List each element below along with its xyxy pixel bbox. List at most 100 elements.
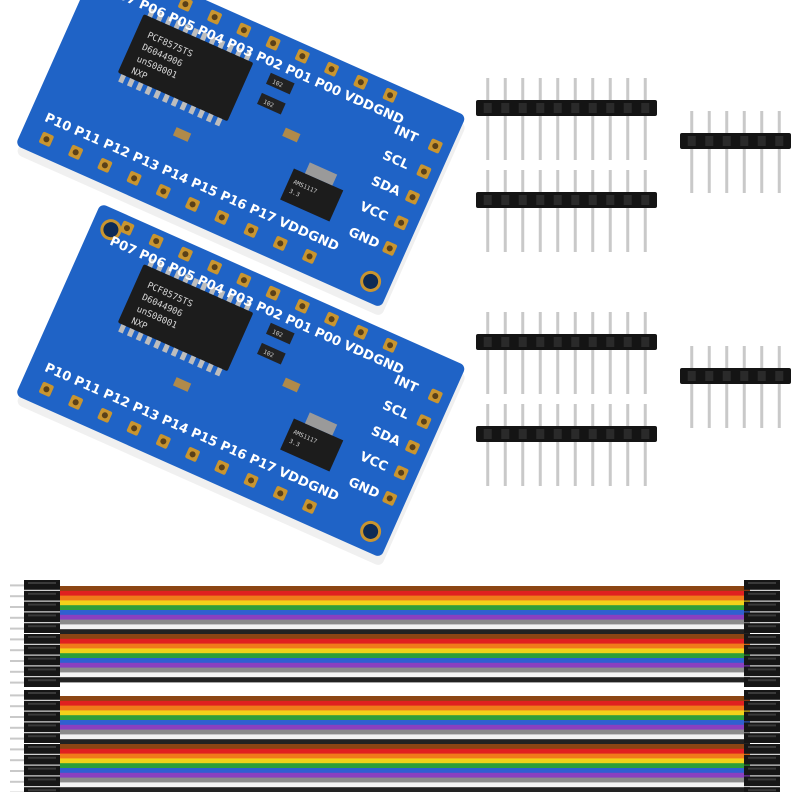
right-pad-row [382, 138, 443, 256]
header-pin [556, 442, 560, 486]
jumper-wire [60, 624, 750, 630]
male-pin-tip [10, 638, 24, 641]
jumper-wire [60, 710, 750, 716]
header-plastic [680, 133, 791, 149]
dupont-connector [744, 754, 780, 765]
header-pin [626, 350, 630, 394]
header-pin [556, 404, 560, 426]
header-pin [608, 78, 612, 100]
header-pin [521, 208, 525, 252]
header-pin [591, 208, 595, 252]
header-pin [521, 350, 525, 394]
jumper-wire [60, 600, 750, 606]
jumper-wire [60, 653, 750, 659]
header-pin [486, 404, 490, 426]
header-pin [521, 170, 525, 192]
male-pin-tip [10, 670, 24, 673]
header-pin [626, 312, 630, 334]
header-pin [503, 350, 507, 394]
pcb-board-1: PCF8575TS D6044906 unS08001 NXP 102 102 … [17, 0, 465, 315]
header-pin [521, 116, 525, 160]
header-pin [486, 116, 490, 160]
pin-header-6-pin [680, 346, 791, 428]
smd-resistor [257, 342, 286, 365]
dupont-connector [24, 590, 60, 601]
dupont-connector [744, 700, 780, 711]
header-pin [643, 350, 647, 394]
pcb-board-2: PCF8575TS D6044906 unS08001 NXP 102 102 … [17, 205, 465, 565]
header-pin [591, 116, 595, 160]
dupont-connector [24, 644, 60, 655]
header-pin [503, 116, 507, 160]
header-pin [626, 78, 630, 100]
jumper-wire [60, 787, 750, 792]
pin-header-6-pin [680, 111, 791, 193]
header-pin [608, 442, 612, 486]
pin-header-10-pin [476, 170, 657, 252]
male-pin-tip [10, 606, 24, 608]
header-pin [573, 116, 577, 160]
jumper-wire [60, 715, 750, 721]
header-pin [538, 116, 542, 160]
header-pin [643, 208, 647, 252]
jumper-wire [60, 614, 750, 620]
dupont-connector [24, 700, 60, 711]
pin-headers [476, 78, 791, 486]
smd-capacitor [282, 127, 301, 143]
header-pin [573, 312, 577, 334]
jumper-wire [60, 672, 750, 678]
header-pin [503, 442, 507, 486]
header-pin [591, 442, 595, 486]
smd-capacitor [282, 377, 301, 393]
jumper-wire [60, 734, 750, 740]
header-pin [521, 404, 525, 426]
header-pin [503, 404, 507, 426]
mounting-hole [360, 520, 382, 542]
dupont-connector [24, 666, 60, 677]
dupont-connector [744, 776, 780, 787]
jumper-wire [60, 662, 750, 668]
header-pin [556, 116, 560, 160]
jumper-wire [60, 768, 750, 774]
male-pin-tip [10, 694, 24, 697]
header-pin [486, 350, 490, 394]
dupont-connector [744, 601, 780, 612]
header-pin [538, 350, 542, 394]
jumper-wire [60, 643, 750, 649]
jumper-wire [60, 772, 750, 778]
dupont-connector [744, 655, 780, 666]
mounting-hole [360, 270, 382, 292]
smd-capacitor [172, 377, 192, 392]
jumper-wire [60, 782, 750, 788]
resistor-marking: 102 [262, 349, 275, 360]
dupont-connector [744, 690, 780, 700]
header-pin [626, 404, 630, 426]
header-pin [503, 78, 507, 100]
pin-header-10-pin [476, 312, 657, 394]
jumper-wire [60, 729, 750, 735]
jumper-wire [60, 758, 750, 764]
resistor-marking: 102 [271, 78, 284, 89]
header-pin [725, 384, 729, 428]
header-pin [556, 350, 560, 394]
male-pin-tip [10, 627, 24, 630]
jumper-wire [60, 586, 750, 592]
header-pin [538, 312, 542, 334]
header-pin [521, 442, 525, 486]
jumper-wire [60, 629, 750, 635]
jumper-wire [60, 619, 750, 625]
ams1117-regulator [280, 168, 344, 222]
dupont-connector [744, 733, 780, 743]
jumper-wire [60, 696, 750, 702]
jumper-wire [60, 605, 750, 611]
header-pin [538, 78, 542, 100]
header-pin [643, 170, 647, 192]
header-pin [486, 312, 490, 334]
header-pin [486, 78, 490, 100]
header-pin [591, 350, 595, 394]
resistor-marking: 102 [271, 328, 284, 339]
dupont-connector [744, 722, 780, 733]
header-pin [591, 312, 595, 334]
header-pin [556, 78, 560, 100]
header-pin [626, 170, 630, 192]
